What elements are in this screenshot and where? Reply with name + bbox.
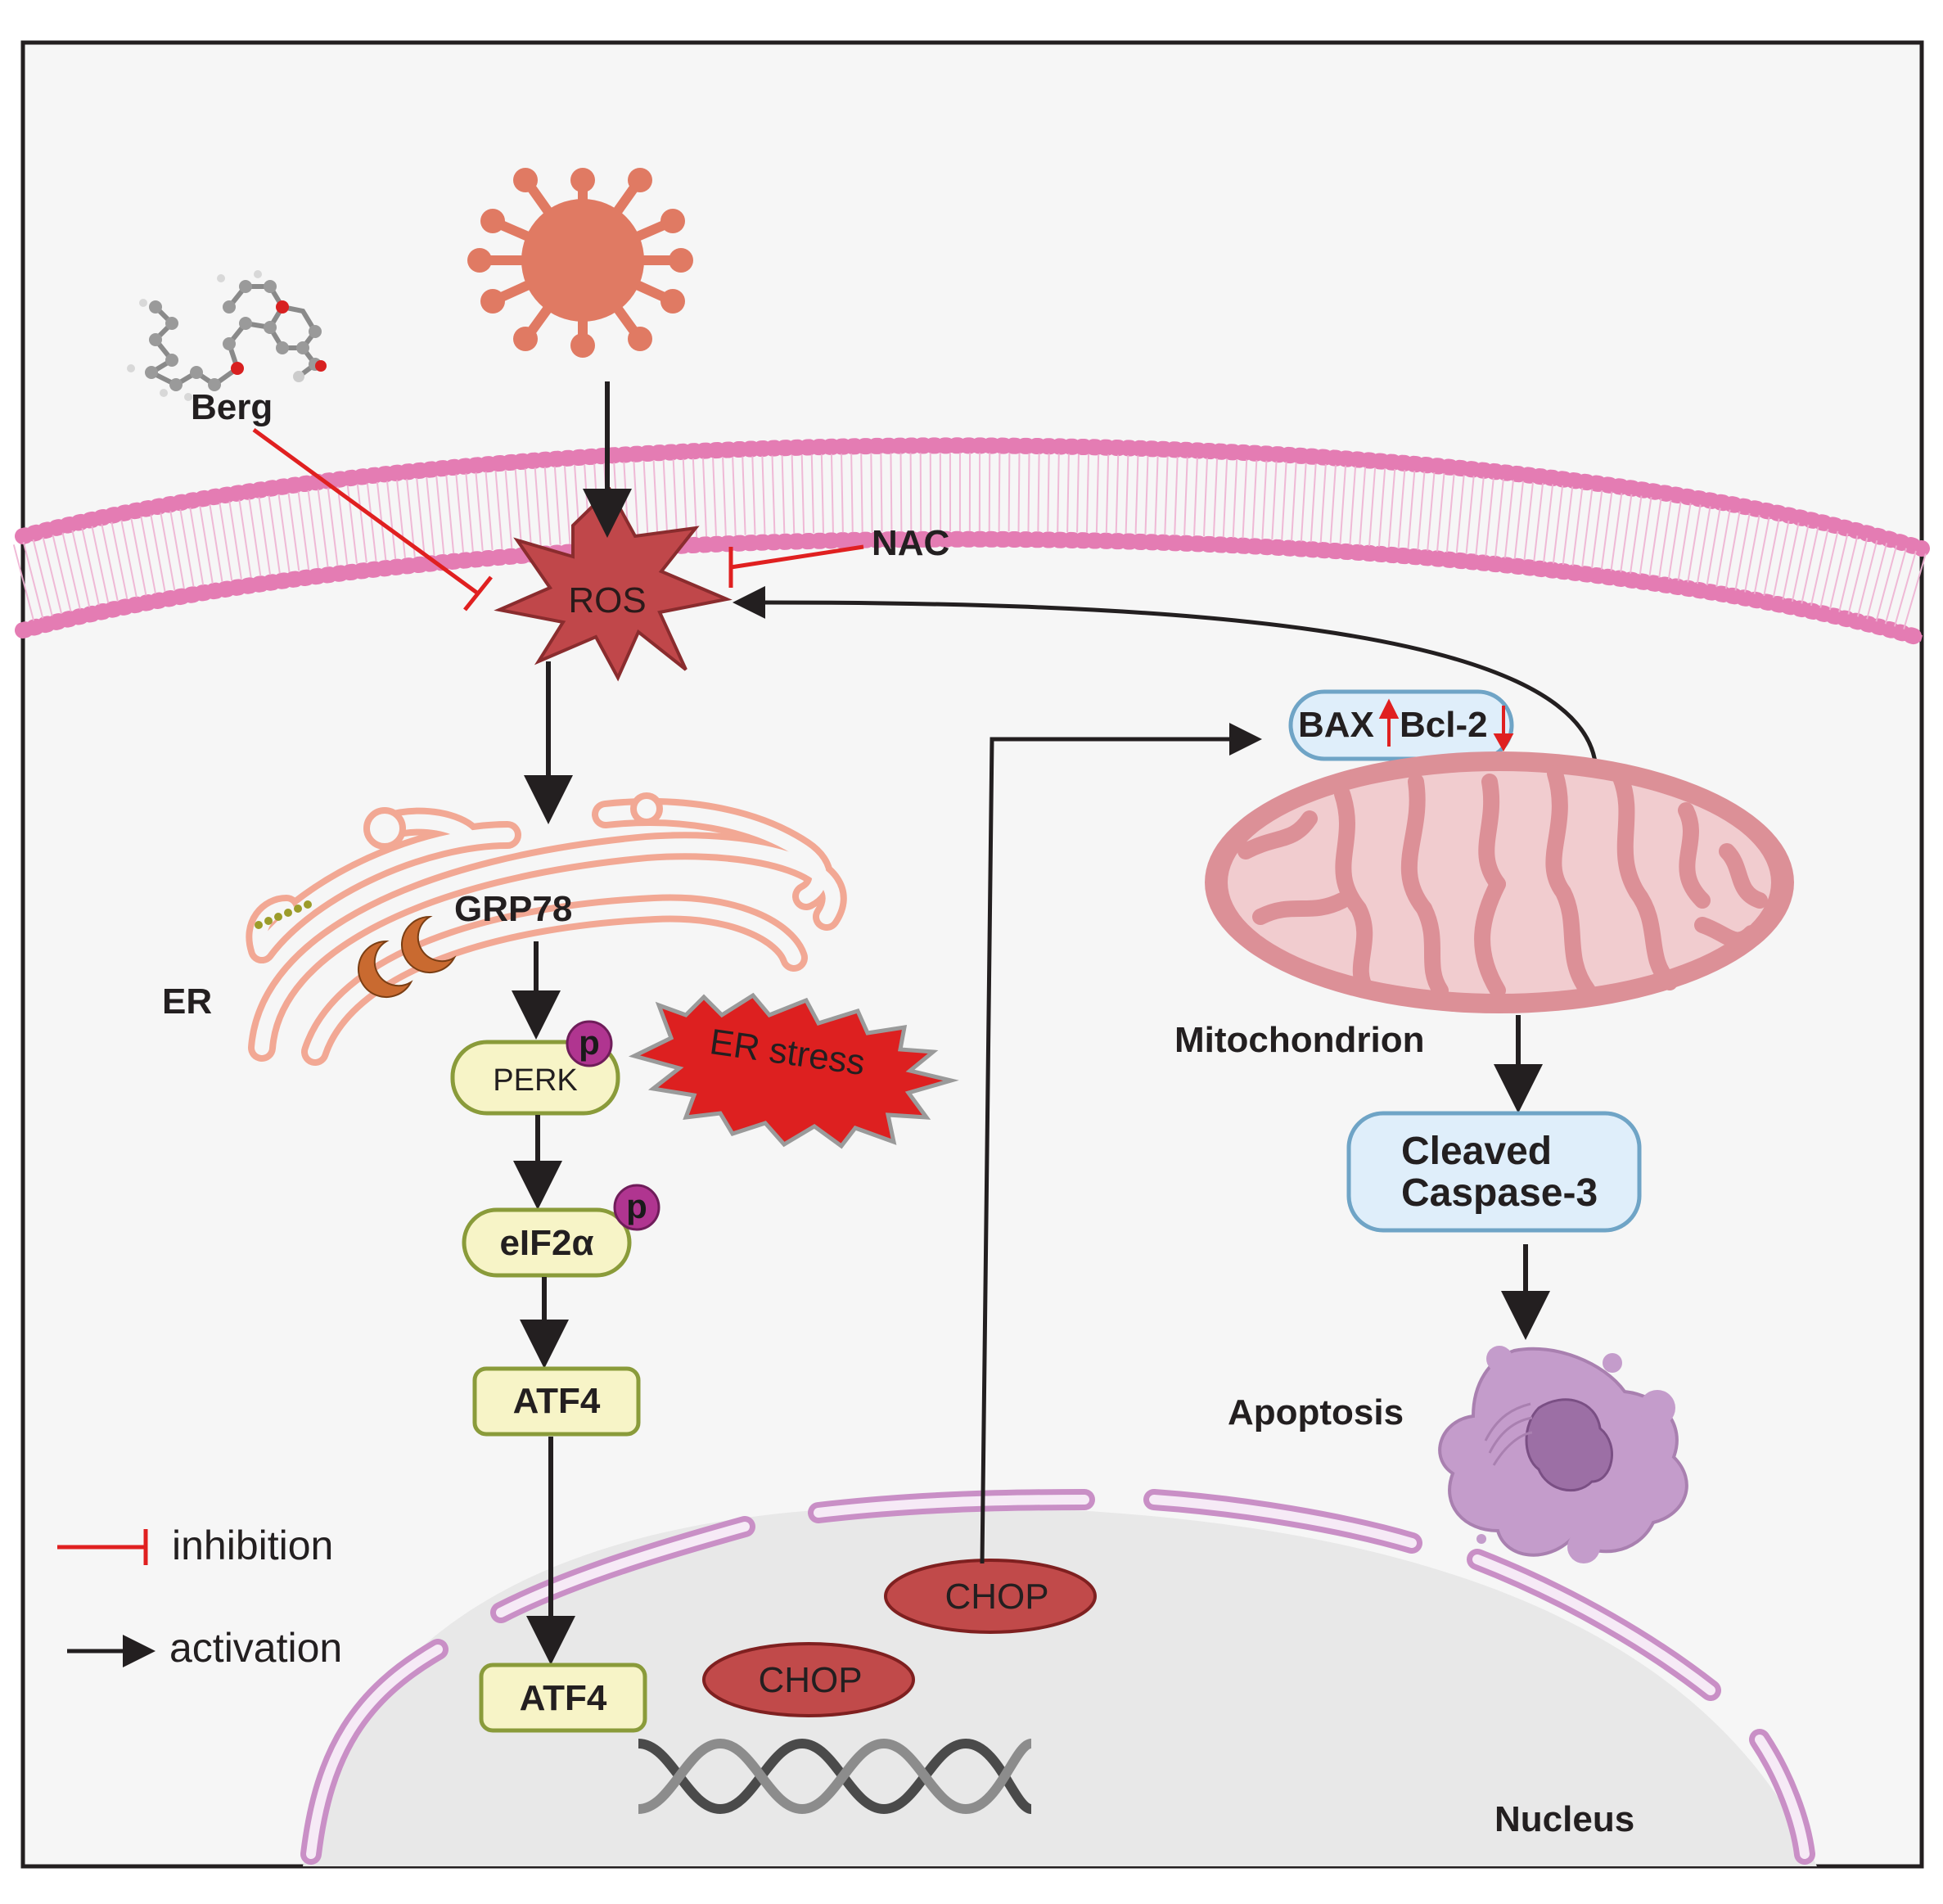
eif2a-phospho-label: p xyxy=(626,1187,647,1225)
nac-inhibition xyxy=(728,544,864,588)
nucleus-label: Nucleus xyxy=(1494,1799,1634,1839)
nac-label: NAC xyxy=(872,523,949,563)
grp78-label: GRP78 xyxy=(454,889,572,929)
chop-ellipse-lower xyxy=(702,1642,915,1717)
atf4-nucleus-box xyxy=(479,1663,647,1733)
mitochondrion-label: Mitochondrion xyxy=(1174,1020,1425,1060)
mitochondrion-icon xyxy=(1205,751,1794,1013)
eif2a-label: eIF2α xyxy=(499,1223,593,1263)
endoplasmic-reticulum xyxy=(246,792,847,1066)
bcl2-label: Bcl-2 xyxy=(1400,705,1488,745)
bax-label: BAX xyxy=(1298,705,1374,745)
perk-label: PERK xyxy=(493,1063,577,1098)
atf4-box xyxy=(472,1366,641,1437)
bcl2-down-arrow-icon xyxy=(1493,706,1514,752)
apoptosis-label: Apoptosis xyxy=(1228,1392,1404,1433)
chop-lower-label: CHOP xyxy=(758,1660,862,1700)
atf4-label: ATF4 xyxy=(513,1381,601,1421)
er-stress-burst xyxy=(628,992,959,1149)
cleaved-caspase-line2: Caspase-3 xyxy=(1401,1171,1598,1215)
legend-activation-label: activation xyxy=(169,1625,342,1671)
dna-helix-icon xyxy=(638,1738,1033,1815)
eif2a-box xyxy=(462,1207,632,1278)
berg-molecule-icon xyxy=(127,270,327,401)
chop-upper-label: CHOP xyxy=(944,1577,1048,1617)
bax-bcl2-box xyxy=(1288,689,1514,761)
ros-burst xyxy=(494,486,733,682)
arrow-chop-to-bax xyxy=(980,723,1262,1564)
perk-phospho-label: p xyxy=(579,1023,600,1062)
ros-label: ROS xyxy=(568,580,646,620)
arrow-mito-to-ros xyxy=(733,585,1598,770)
perk-phospho-badge xyxy=(566,1020,613,1067)
virus-icon xyxy=(467,168,693,358)
ribosome-icon xyxy=(255,900,312,929)
legend-inhibition-label: inhibition xyxy=(172,1523,333,1568)
chop-ellipse-upper xyxy=(884,1559,1097,1634)
cleaved-caspase-box xyxy=(1346,1111,1642,1233)
eif2a-phospho-badge xyxy=(613,1184,660,1231)
legend-inhibition-symbol xyxy=(57,1529,148,1565)
er-label: ER xyxy=(162,981,212,1022)
berg-label: Berg xyxy=(191,387,273,427)
berg-inhibition xyxy=(252,427,493,611)
cell-membrane xyxy=(12,437,1933,647)
atf4-nucleus-label: ATF4 xyxy=(520,1678,607,1718)
grp78-icon xyxy=(358,915,457,998)
apoptotic-cell-icon xyxy=(1438,1346,1688,1563)
bax-up-arrow-icon xyxy=(1378,698,1400,747)
cleaved-caspase-line1: Cleaved xyxy=(1401,1130,1552,1173)
legend: inhibition activation xyxy=(57,1523,342,1671)
